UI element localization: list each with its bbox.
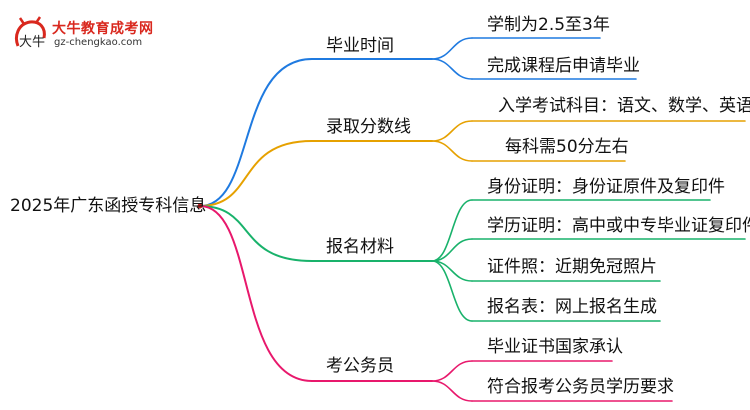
root-node-dot [197, 203, 203, 209]
leaf-id-photo: 证件照：近期免冠照片 [487, 257, 657, 277]
branch-admission-score: 录取分数线 [326, 117, 411, 137]
logo-mark-icon: 大牛 [15, 16, 46, 50]
leaf-study-period: 学制为2.5至3年 [487, 15, 610, 35]
leaf-apply-graduation: 完成课程后申请毕业 [487, 56, 640, 76]
leaf-connector [431, 120, 473, 142]
leaf-application-form: 报名表：网上报名生成 [487, 297, 657, 317]
branch-connector [199, 140, 313, 207]
leaf-meets-requirement: 符合报考公务员学历要求 [487, 377, 674, 397]
logo-title: 大牛教育成考网 [52, 21, 154, 37]
root-topic: 2025年广东函授专科信息 [10, 196, 207, 216]
leaf-connector [431, 238, 473, 262]
leaf-connector [431, 360, 473, 382]
branch-civil-service: 考公务员 [326, 356, 394, 376]
logo-mark-text: 大牛 [19, 35, 45, 50]
branch-connector [199, 205, 313, 262]
leaf-connector [431, 58, 473, 80]
logo-url: gz-chengkao.com [54, 37, 143, 48]
leaf-identity-proof: 身份证明：身份证原件及复印件 [487, 177, 725, 197]
leaf-exam-subjects: 入学考试科目：语文、数学、英语 [498, 96, 750, 116]
site-logo[interactable]: 大牛 大牛教育成考网 gz-chengkao.com [10, 16, 180, 54]
leaf-diploma-recognized: 毕业证书国家承认 [487, 337, 623, 357]
leaf-education-proof: 学历证明：高中或中专毕业证复印件 [487, 216, 750, 236]
leaf-connector [431, 37, 473, 60]
branch-connector [199, 58, 313, 207]
leaf-connector [431, 380, 473, 402]
branch-application-materials: 报名材料 [326, 237, 394, 257]
leaf-connector [431, 199, 473, 262]
branch-connector [199, 205, 313, 382]
branch-graduation-time: 毕业时间 [326, 36, 394, 56]
leaf-score-per-subject: 每科需50分左右 [505, 137, 629, 157]
leaf-connector [431, 260, 473, 322]
leaf-connector [431, 140, 473, 162]
